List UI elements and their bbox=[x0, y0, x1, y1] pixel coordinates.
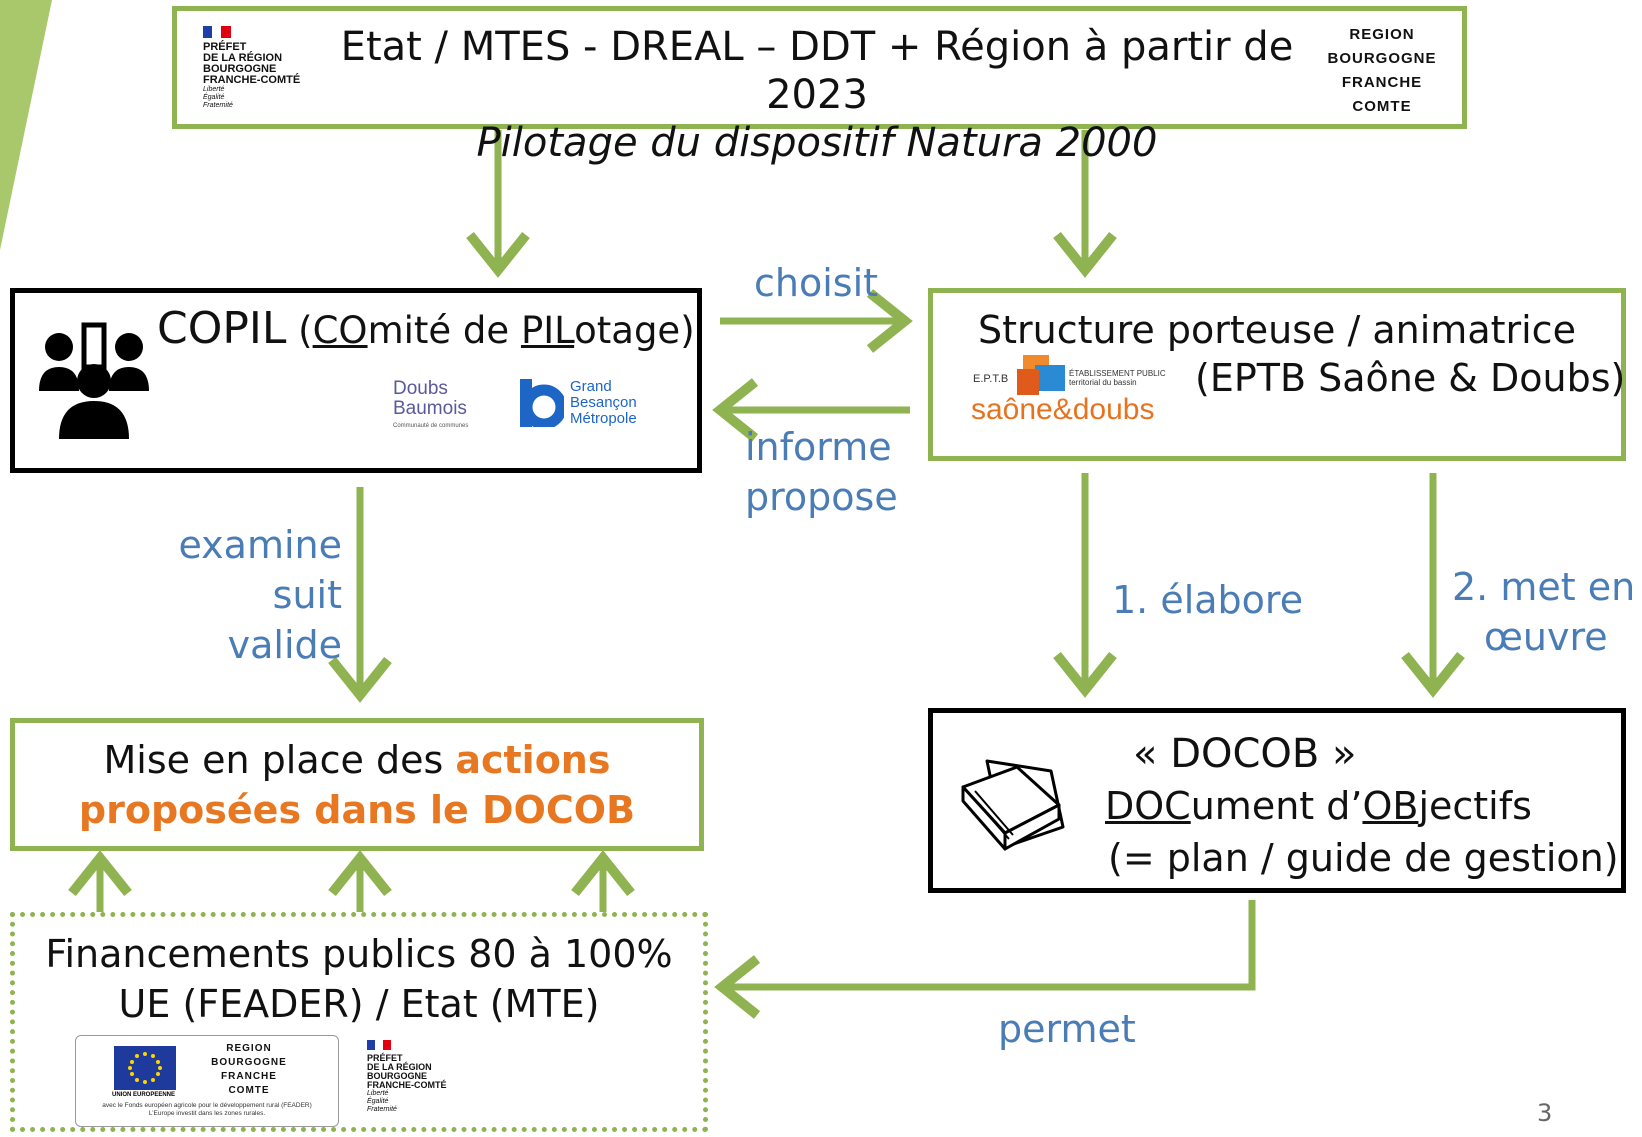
prefet-logo: PRÉFET DE LA RÉGION BOURGOGNE FRANCHE-CO… bbox=[203, 23, 300, 110]
eptb-squares-icon bbox=[1017, 355, 1065, 395]
besancon-line: Grand bbox=[570, 378, 612, 395]
structure-box: Structure porteuse / animatrice (EPTB Sa… bbox=[928, 288, 1626, 461]
financement-line-1: Financements publics 80 à 100% bbox=[45, 932, 673, 976]
devise-line: Liberté bbox=[203, 86, 225, 93]
structure-title: Structure porteuse / animatrice bbox=[978, 308, 1576, 352]
label-valide: valide bbox=[227, 623, 342, 667]
label-informe: informe bbox=[745, 425, 892, 469]
books-icon bbox=[961, 759, 1065, 851]
marianne-logo-icon bbox=[367, 1040, 391, 1050]
financement-line-2: UE (FEADER) / Etat (MTE) bbox=[118, 982, 600, 1026]
region-line: BOURGOGNE bbox=[1327, 50, 1437, 67]
pilotage-title: Etat / MTES - DREAL – DDT + Région à par… bbox=[340, 24, 1294, 118]
corner-decoration bbox=[0, 0, 52, 250]
docob-title: « DOCOB » bbox=[1133, 731, 1357, 777]
prefet-line: BOURGOGNE bbox=[203, 63, 277, 75]
financement-box: Financements publics 80 à 100% UE (FEADE… bbox=[10, 912, 708, 1132]
region-line: COMTE bbox=[1352, 98, 1412, 115]
pilotage-subtitle: Pilotage du dispositif Natura 2000 bbox=[476, 120, 1158, 166]
fin-prefet-logo: PRÉFET DE LA RÉGION BOURGOGNE FRANCHE-CO… bbox=[367, 1035, 447, 1114]
docob-expansion: DOCument d’OBjectifs bbox=[1105, 784, 1532, 828]
eptb-bassin: territorial du bassin bbox=[1069, 378, 1137, 387]
docob-description: (= plan / guide de gestion) bbox=[1108, 836, 1619, 880]
label-oeuvre: œuvre bbox=[1484, 615, 1608, 659]
eptb-etab: ÉTABLISSEMENT PUBLIC bbox=[1069, 369, 1166, 378]
mise-box: Mise en place des actions proposées dans… bbox=[10, 718, 704, 851]
marianne-logo-icon bbox=[203, 26, 231, 38]
ue-label: UNION EUROPEENNE bbox=[112, 1092, 176, 1098]
region-line: FRANCHE bbox=[1341, 74, 1423, 91]
label-met-en: 2. met en bbox=[1452, 565, 1636, 609]
region-logo: REGION BOURGOGNE FRANCHE COMTE bbox=[1322, 23, 1442, 119]
docob-box: « DOCOB » DOCument d’OBjectifs (= plan /… bbox=[928, 708, 1626, 893]
people-icon bbox=[39, 322, 149, 439]
label-elabore: 1. élabore bbox=[1112, 578, 1304, 622]
besancon-line: Besançon bbox=[570, 394, 637, 411]
region-line: REGION bbox=[1349, 26, 1415, 43]
eptb-logo: E.P.T.B ÉTABLISSEMENT PUBLIC territorial… bbox=[971, 353, 1201, 433]
prefet-line: FRANCHE-COMTÉ bbox=[203, 74, 301, 86]
feader-caption-2: L’Europe investit dans les zones rurales… bbox=[148, 1110, 266, 1117]
eu-flag-icon bbox=[114, 1046, 176, 1090]
label-propose: propose bbox=[745, 475, 898, 519]
feader-logo: UNION EUROPEENNE REGION BOURGOGNE FRANCH… bbox=[75, 1035, 339, 1127]
label-suit: suit bbox=[272, 573, 342, 617]
devise-line: Fraternité bbox=[203, 102, 233, 109]
pilotage-box: PRÉFET DE LA RÉGION BOURGOGNE FRANCHE-CO… bbox=[172, 6, 1467, 166]
besancon-line: Métropole bbox=[570, 410, 637, 427]
mise-line-2: proposées dans le DOCOB bbox=[78, 788, 636, 832]
structure-name: (EPTB Saône & Doubs) bbox=[1195, 356, 1626, 400]
eptb-wordmark: saône&doubs bbox=[971, 393, 1155, 426]
devise-line: Égalité bbox=[203, 94, 225, 101]
feader-region-logo: REGION BOURGOGNE FRANCHE COMTE bbox=[211, 1043, 287, 1096]
prefet-line: DE LA RÉGION bbox=[203, 52, 283, 64]
label-choisit: choisit bbox=[754, 261, 879, 305]
page-number: 3 bbox=[1537, 1099, 1553, 1127]
copil-box: COPIL (COmité de PILotage) Doubs Baumois… bbox=[10, 288, 702, 473]
label-examine: examine bbox=[178, 523, 342, 567]
feader-caption-1: avec le Fonds européen agricole pour le … bbox=[102, 1102, 312, 1109]
prefet-line: PRÉFET bbox=[203, 41, 247, 53]
arrow-permet bbox=[714, 900, 1256, 1019]
copil-title: COPIL (COmité de PILotage) bbox=[157, 303, 695, 354]
doubs-baumois-logo: Doubs Baumois Communauté de communes bbox=[393, 378, 469, 430]
mise-line-1: Mise en place des actions bbox=[103, 738, 611, 782]
grand-besancon-logo: Grand Besançon Métropole bbox=[520, 379, 637, 431]
besancon-b-icon bbox=[520, 379, 567, 430]
label-permet: permet bbox=[998, 1007, 1136, 1051]
